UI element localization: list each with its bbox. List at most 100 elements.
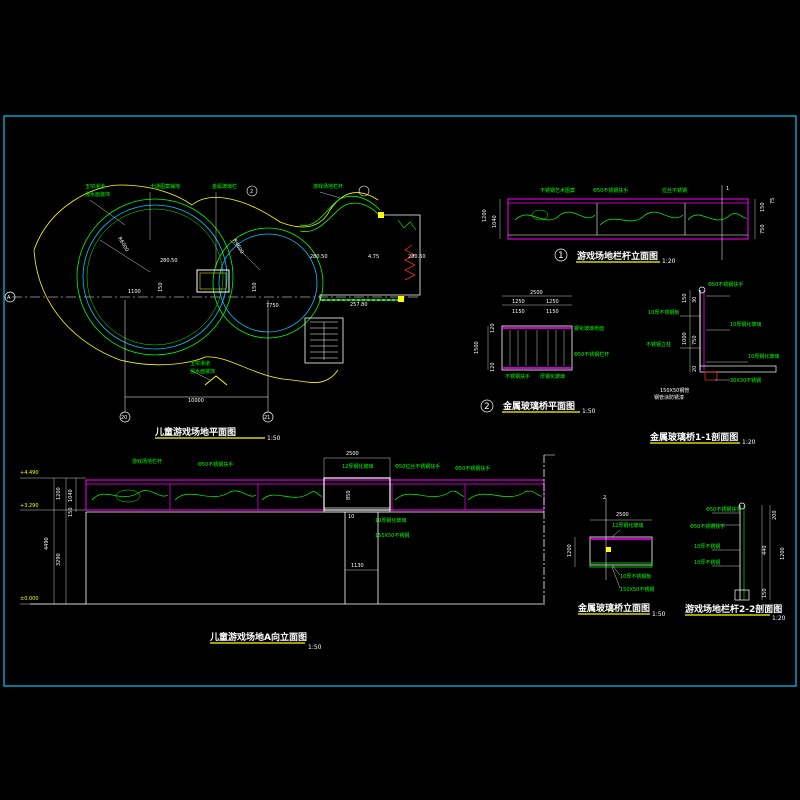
railing-elev-pattern-3	[687, 213, 748, 221]
plan-red-spring	[404, 244, 416, 281]
plan-path-top	[299, 195, 381, 226]
bridge-plan-dim-7: 120	[490, 362, 496, 372]
railing-section-handrail	[738, 502, 746, 510]
plan-spring-top	[397, 219, 417, 231]
bridge-plan-dim-1: 1250	[512, 299, 525, 305]
bridge-section-dim-2: 750	[692, 335, 698, 345]
elev-a-label-1: Φ50不锈钢扶手	[198, 461, 233, 468]
plan-yellow-marker-1	[378, 212, 384, 218]
axis-bubble-a	[4, 291, 16, 303]
elev-a-dim-2: 1040	[68, 489, 74, 502]
bridge-elev-label-2: 150X50不锈钢	[620, 586, 654, 593]
bridge-section-label-3: 不锈钢立柱	[646, 341, 671, 348]
elev-a-label-6: 150X50不锈钢	[375, 532, 409, 539]
plan-dim-10: 257.80	[350, 302, 368, 308]
bridge-plan-number-circle	[480, 399, 494, 413]
elev-a-level-1: +3.290	[20, 503, 39, 509]
bridge-section-dim-0: 1000	[682, 332, 688, 345]
elev-a-level-2: ±0.000	[20, 596, 39, 602]
railing-section-dim-1: 1200	[780, 547, 786, 560]
bridge-elev-label-0: 12厚钢化玻璃	[612, 522, 643, 529]
bridge-section-handrail	[698, 286, 706, 294]
bridge-elev-deck	[589, 562, 653, 568]
plan-left-circle-inner	[82, 204, 228, 350]
plan-label-0: 玉帘滑道	[85, 183, 105, 190]
railing-elev-title: 游戏场地栏杆立面图	[577, 250, 658, 262]
elev-a-posts	[169, 484, 466, 510]
bridge-elev-scale: 1:50	[652, 611, 666, 618]
axis-bubble-21	[262, 411, 274, 423]
bridge-section-dim-4: 20	[692, 366, 698, 372]
elev-a-bridge-box	[323, 477, 391, 511]
bridge-elev-title: 金属玻璃桥立面图	[577, 602, 650, 614]
plan-yellow-marker-2	[398, 296, 404, 302]
bridge-section-label-0: Φ50不锈钢扶手	[708, 281, 743, 288]
railing-section-label-3: 10厚不锈钢	[694, 559, 720, 566]
plan-leaders	[89, 191, 341, 381]
bridge-section-beam	[704, 371, 718, 381]
plan-left-circle-outer	[76, 198, 234, 356]
bridge-plan-label-1: Φ50不锈钢栏杆	[574, 351, 609, 358]
elev-a-pattern-1	[91, 490, 169, 501]
plan-callout-2	[246, 185, 258, 197]
bridge-section-label-2: 10厚不锈钢板	[648, 309, 679, 316]
elev-a-level-lines	[20, 457, 391, 605]
plan-dim-1: 280.50	[160, 258, 178, 264]
elev-a-pattern-5	[467, 490, 543, 501]
railing-section-leaders	[712, 512, 740, 567]
plan-view	[4, 184, 421, 439]
bridge-section-scale: 1:20	[742, 439, 756, 446]
bridge-plan-label-0: 钢化玻璃桥面	[574, 325, 604, 332]
railing-elev-scale: 1:20	[662, 258, 676, 265]
elev-a-dim-5: 4490	[44, 537, 50, 550]
railing-elev-oval	[531, 209, 549, 221]
elev-a-label-0: 游戏场地栏杆	[132, 458, 162, 465]
railing-section-dim-2: 440	[762, 545, 768, 555]
bridge-section-deck	[699, 365, 777, 373]
elev-a-pattern-4	[394, 490, 465, 501]
elev-a-bridge-deck	[323, 507, 391, 513]
plan-label-4: 游戏场地栏杆	[313, 183, 343, 190]
bridge-plan-dim-6: 120	[490, 323, 496, 333]
plan-dim-8: 280.60	[408, 254, 426, 260]
elev-a-level-0: +4.490	[20, 470, 39, 476]
plan-title: 儿童游戏场地平面图	[154, 426, 236, 438]
railing-elevation	[499, 185, 756, 263]
bridge-plan-dim-2: 1250	[546, 299, 559, 305]
railing-elev-pattern-1	[514, 211, 596, 221]
railing-section-dim-3: 150	[762, 588, 768, 598]
bridge-section	[650, 286, 777, 444]
bridge-plan-scale: 1:50	[582, 408, 596, 415]
elev-a-pattern-2	[174, 490, 257, 501]
elevation-a	[20, 454, 555, 644]
plan-dim-0: R6000	[116, 236, 129, 253]
plan-outer-boundary-lower	[33, 249, 339, 383]
bridge-section-leaders	[680, 295, 748, 381]
plan-dim-2: 1100	[128, 289, 141, 295]
plan-stair-box	[304, 317, 344, 364]
plan-label-3: 金属玻璃栏	[212, 183, 237, 190]
elev-a-oval	[115, 489, 141, 503]
plan-dim-11: 10000	[188, 398, 204, 404]
railing-section-base	[734, 589, 750, 601]
elev-a-dim-4: 3290	[56, 553, 62, 566]
bridge-plan-dim-0: 2500	[530, 290, 543, 296]
bridge-elev-dim-0: 2500	[616, 512, 629, 518]
elev-a-label-4: Φ50不锈钢扶手	[455, 465, 490, 472]
elev-a-label-3: Φ50拉丝不锈钢扶手	[395, 463, 440, 470]
plan-label-5: 玉帘滑道	[190, 360, 210, 367]
plan-dim-5: 150	[252, 282, 258, 292]
bridge-elev-box	[589, 536, 653, 566]
railing-elev-dim-1: 1040	[492, 215, 498, 228]
railing-elev-dim-4: 75	[770, 198, 776, 204]
bridge-elev-leaders	[611, 529, 621, 589]
plan-callout-2-label: 2	[250, 189, 253, 195]
railing-elev-label-1: Φ50不锈钢扶手	[593, 187, 628, 194]
plan-axis-20-label: 20	[121, 415, 127, 421]
railing-section	[685, 502, 771, 616]
elev-a-dim-0: 2500	[346, 451, 359, 457]
axis-bubble-20	[119, 411, 131, 423]
bridge-plan	[480, 295, 580, 413]
plan-outer-boundary	[33, 184, 379, 251]
